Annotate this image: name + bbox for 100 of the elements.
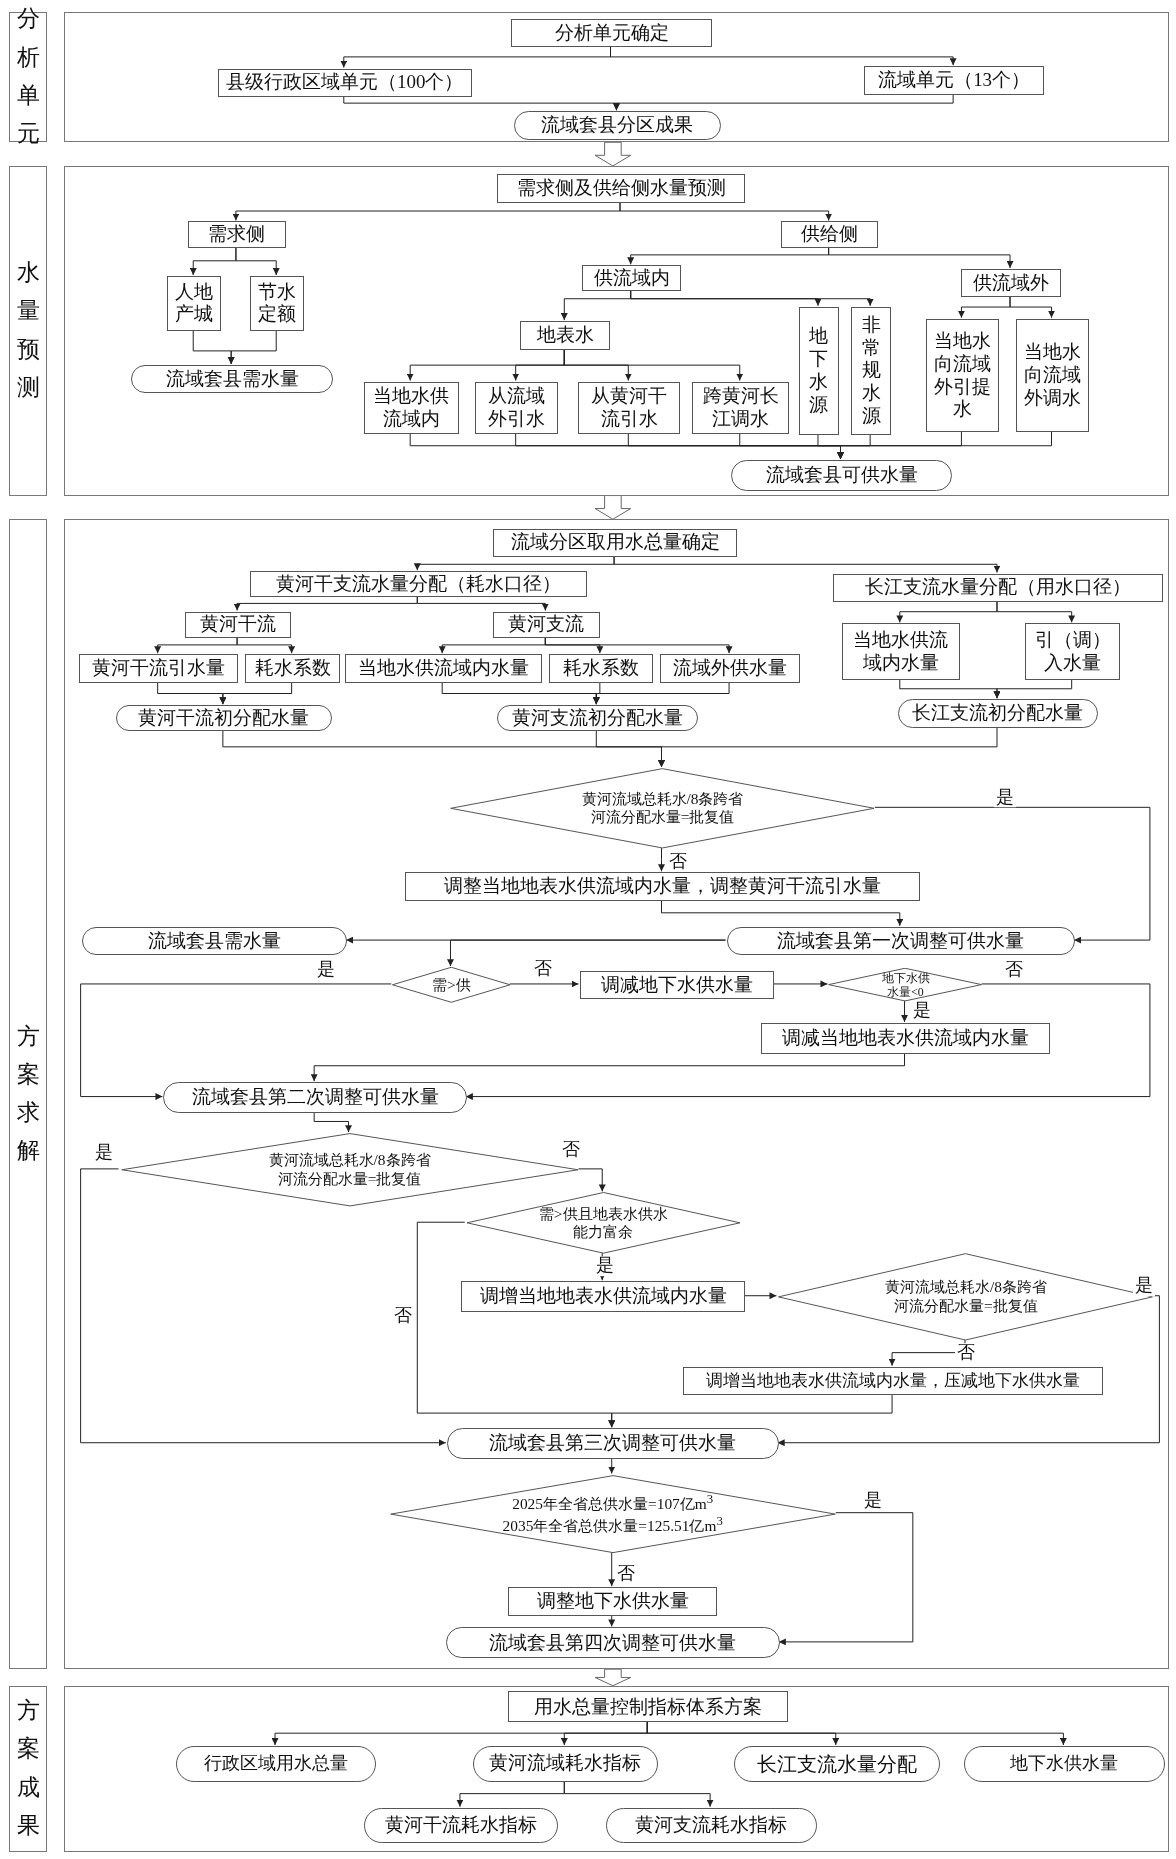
arrow xyxy=(778,1512,914,1646)
process-box: 当地水供流域内 xyxy=(363,381,459,434)
process-box: 耗水系数 xyxy=(548,654,653,683)
process-box: 调增当地地表水供流域内水量 xyxy=(460,1281,746,1313)
arrow xyxy=(661,899,904,927)
process-box: 流域分区取用水总量确定 xyxy=(492,528,738,557)
arrow xyxy=(313,1111,353,1133)
process-box: 调整地下水供水量 xyxy=(508,1587,717,1616)
terminal-box: 黄河支流耗水指标 xyxy=(605,1807,817,1844)
process-box: 从流域外引水 xyxy=(475,381,559,434)
process-box: 节水定额 xyxy=(249,276,305,331)
terminal-box: 流域套县第三次调整可供水量 xyxy=(446,1428,779,1460)
section-label: 方案成果 xyxy=(9,1685,48,1852)
arrow xyxy=(310,1052,905,1082)
arrow xyxy=(80,1168,447,1447)
arrow xyxy=(563,1780,714,1808)
arrow xyxy=(646,1720,1067,1746)
process-box: 人地产城 xyxy=(166,276,222,331)
block-arrow xyxy=(594,141,632,167)
arrow xyxy=(630,289,874,307)
process-box: 从黄河干流引水 xyxy=(578,381,681,434)
terminal-box: 黄河干流耗水指标 xyxy=(363,1807,559,1844)
arrow xyxy=(227,329,277,365)
terminal-box: 地下水供水量 xyxy=(963,1746,1166,1782)
arrow xyxy=(658,847,665,872)
arrow xyxy=(608,1551,616,1587)
edge-label: 否 xyxy=(392,1306,415,1326)
process-box: 分析单元确定 xyxy=(510,18,713,48)
arrow xyxy=(578,1168,606,1192)
edge-label: 否 xyxy=(531,958,554,979)
edge-label: 是 xyxy=(994,788,1017,808)
process-box: 当地水向流域外调水 xyxy=(1015,318,1090,433)
terminal-box: 行政区域用水总量 xyxy=(176,1746,376,1782)
block-arrow xyxy=(594,495,632,520)
section-label: 方案求解 xyxy=(9,519,48,1670)
section-label: 水量预测 xyxy=(9,165,48,496)
process-box: 地表水 xyxy=(520,321,611,350)
arrow xyxy=(235,246,280,276)
edge-label: 否 xyxy=(1002,959,1025,980)
process-box: 当地水向流域外引提水 xyxy=(925,318,1000,433)
terminal-box: 流域套县第二次调整可供水量 xyxy=(163,1082,467,1113)
edge-label: 是 xyxy=(593,1256,616,1276)
section-panel xyxy=(64,11,1169,143)
decision-diamond: 需>供且地表水供水能力富余 xyxy=(465,1192,741,1255)
arrow xyxy=(612,93,954,111)
arrow xyxy=(592,681,730,705)
process-box: 当地水供流域内水量 xyxy=(841,623,961,681)
process-box: 长江支流水量分配（用水口径） xyxy=(833,573,1163,602)
process-box: 用水总量控制指标体系方案 xyxy=(508,1691,789,1723)
terminal-box: 黄河流域耗水指标 xyxy=(472,1746,658,1782)
process-box: 流域单元（13个） xyxy=(864,66,1045,95)
terminal-box: 长江支流初分配水量 xyxy=(898,699,1098,728)
edge-label: 是 xyxy=(315,959,337,980)
arrow xyxy=(993,678,1073,699)
process-box: 非常规水源 xyxy=(851,306,892,435)
edge-label: 否 xyxy=(667,852,690,872)
process-box: 调整当地地表水供流域内水量，调整黄河干流引水量 xyxy=(405,872,920,901)
arrow xyxy=(777,1295,1160,1447)
process-box: 供流域内 xyxy=(581,265,682,292)
terminal-box: 流域套县第四次调整可供水量 xyxy=(445,1627,780,1659)
terminal-box: 流域套县第一次调整可供水量 xyxy=(726,926,1076,956)
process-box: 需求侧 xyxy=(188,221,286,248)
decision-diamond: 地下水供水量<0 xyxy=(828,968,983,1002)
edge-label: 是 xyxy=(861,1491,884,1511)
terminal-box: 黄河支流初分配水量 xyxy=(496,705,699,732)
arrow xyxy=(608,1393,893,1428)
arrow xyxy=(608,1614,616,1627)
edge-label: 是 xyxy=(1133,1276,1155,1296)
terminal-box: 流域套县可供水量 xyxy=(731,459,952,491)
arrow xyxy=(465,983,1151,1101)
arrow xyxy=(874,806,1151,944)
terminal-box: 流域套县需水量 xyxy=(131,364,333,394)
arrow xyxy=(544,636,733,654)
process-box: 耗水系数 xyxy=(245,654,341,683)
arrow xyxy=(996,600,1076,623)
arrow xyxy=(447,939,726,967)
edge-label: 否 xyxy=(614,1564,637,1585)
arrow xyxy=(828,246,1014,269)
decision-diamond: 黄河流域总耗水/8条跨省河流分配水量=批复值 xyxy=(449,768,876,849)
process-box: 黄河支流 xyxy=(492,611,600,638)
arrow xyxy=(509,980,579,988)
process-box: 跨黄河长江调水 xyxy=(692,381,790,434)
arrow xyxy=(619,201,833,221)
process-box: 调增当地地表水供流域内水量，压减地下水供水量 xyxy=(682,1366,1104,1396)
arrow xyxy=(772,980,828,988)
section-panel xyxy=(64,1685,1169,1852)
arrow xyxy=(80,983,392,1101)
block-arrow xyxy=(594,1668,632,1687)
arrow xyxy=(901,1000,908,1023)
decision-diamond: 需>供 xyxy=(392,967,511,1003)
decision-diamond: 2025年全省总供水量=107亿m$^{3}$ 2035年全省总供水量=125.51亿m$^{3}$ xyxy=(388,1474,837,1553)
process-box: 当地水供流域内水量 xyxy=(344,654,542,683)
process-box: 调减当地地表水供流域内水量 xyxy=(760,1022,1051,1054)
arrow xyxy=(608,1457,616,1475)
process-box: 县级行政区域单元（100个） xyxy=(217,68,472,97)
process-box: 黄河干流 xyxy=(184,611,292,638)
arrow xyxy=(563,348,744,382)
process-box: 供流域外 xyxy=(961,268,1061,298)
process-box: 黄河干支流水量分配（耗水口径） xyxy=(249,571,587,598)
arrow xyxy=(613,555,1001,574)
